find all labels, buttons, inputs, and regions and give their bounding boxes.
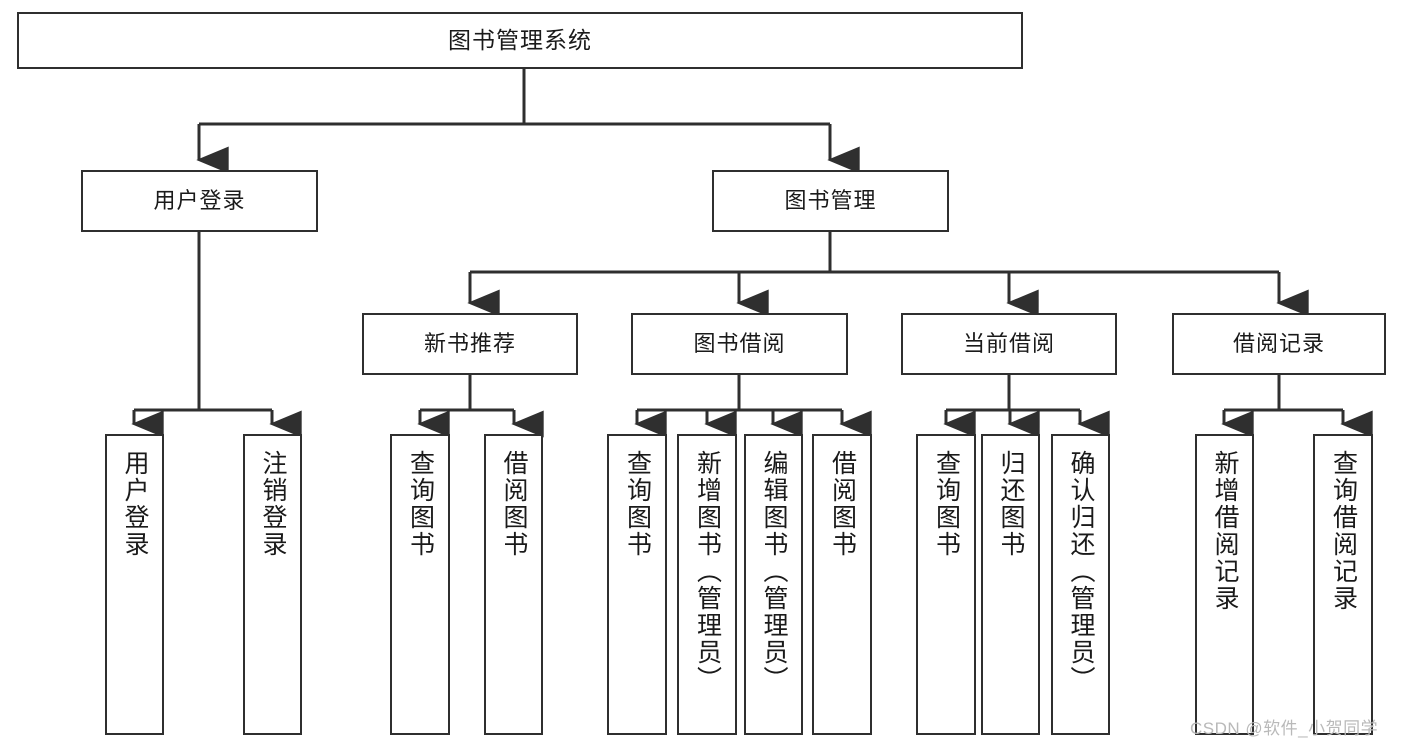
node-label: 用户登录 — [121, 450, 149, 558]
node-label: 查询图书 — [406, 450, 435, 558]
node-leaf-query-book-1[interactable]: 查询图书 — [390, 434, 450, 735]
node-book-borrow[interactable]: 图书借阅 — [631, 313, 848, 375]
node-leaf-borrow-book-2[interactable]: 借阅图书 — [812, 434, 872, 735]
node-label: 编辑图书（管理员） — [760, 450, 788, 693]
node-label: 用户登录 — [153, 188, 246, 214]
node-book-manage[interactable]: 图书管理 — [712, 170, 949, 232]
node-label: 新书推荐 — [423, 331, 516, 357]
node-root-system[interactable]: 图书管理系统 — [17, 12, 1023, 69]
node-leaf-query-book-2[interactable]: 查询图书 — [607, 434, 667, 735]
node-label: 查询图书 — [932, 450, 961, 558]
node-leaf-user-login[interactable]: 用户登录 — [105, 434, 164, 735]
node-label: 确认归还（管理员） — [1067, 450, 1095, 693]
node-leaf-add-book[interactable]: 新增图书（管理员） — [677, 434, 737, 735]
node-label: 借阅记录 — [1232, 331, 1325, 357]
node-label: 图书管理系统 — [448, 26, 592, 53]
node-leaf-query-record[interactable]: 查询借阅记录 — [1313, 434, 1373, 735]
node-leaf-user-logout[interactable]: 注销登录 — [243, 434, 302, 735]
node-leaf-query-book-3[interactable]: 查询图书 — [916, 434, 976, 735]
node-leaf-edit-book[interactable]: 编辑图书（管理员） — [744, 434, 803, 735]
node-leaf-confirm-return[interactable]: 确认归还（管理员） — [1051, 434, 1110, 735]
node-label: 查询借阅记录 — [1329, 450, 1358, 612]
node-label: 查询图书 — [623, 450, 652, 558]
node-user-login[interactable]: 用户登录 — [81, 170, 318, 232]
watermark-text: CSDN @软件_小贺同学 — [1190, 719, 1379, 738]
node-leaf-borrow-book-1[interactable]: 借阅图书 — [484, 434, 543, 735]
node-label: 图书管理 — [784, 188, 877, 214]
node-current-borrow[interactable]: 当前借阅 — [901, 313, 1117, 375]
node-label: 注销登录 — [259, 450, 287, 558]
node-label: 图书借阅 — [693, 331, 786, 357]
node-label: 新增图书（管理员） — [693, 450, 722, 693]
node-label: 归还图书 — [997, 450, 1025, 558]
node-label: 借阅图书 — [828, 450, 857, 558]
node-label: 当前借阅 — [962, 331, 1055, 357]
node-leaf-add-record[interactable]: 新增借阅记录 — [1195, 434, 1254, 735]
node-label: 新增借阅记录 — [1211, 450, 1239, 612]
node-new-book-recommend[interactable]: 新书推荐 — [362, 313, 578, 375]
node-label: 借阅图书 — [500, 450, 528, 558]
node-leaf-return-book[interactable]: 归还图书 — [981, 434, 1040, 735]
node-borrow-record[interactable]: 借阅记录 — [1172, 313, 1386, 375]
